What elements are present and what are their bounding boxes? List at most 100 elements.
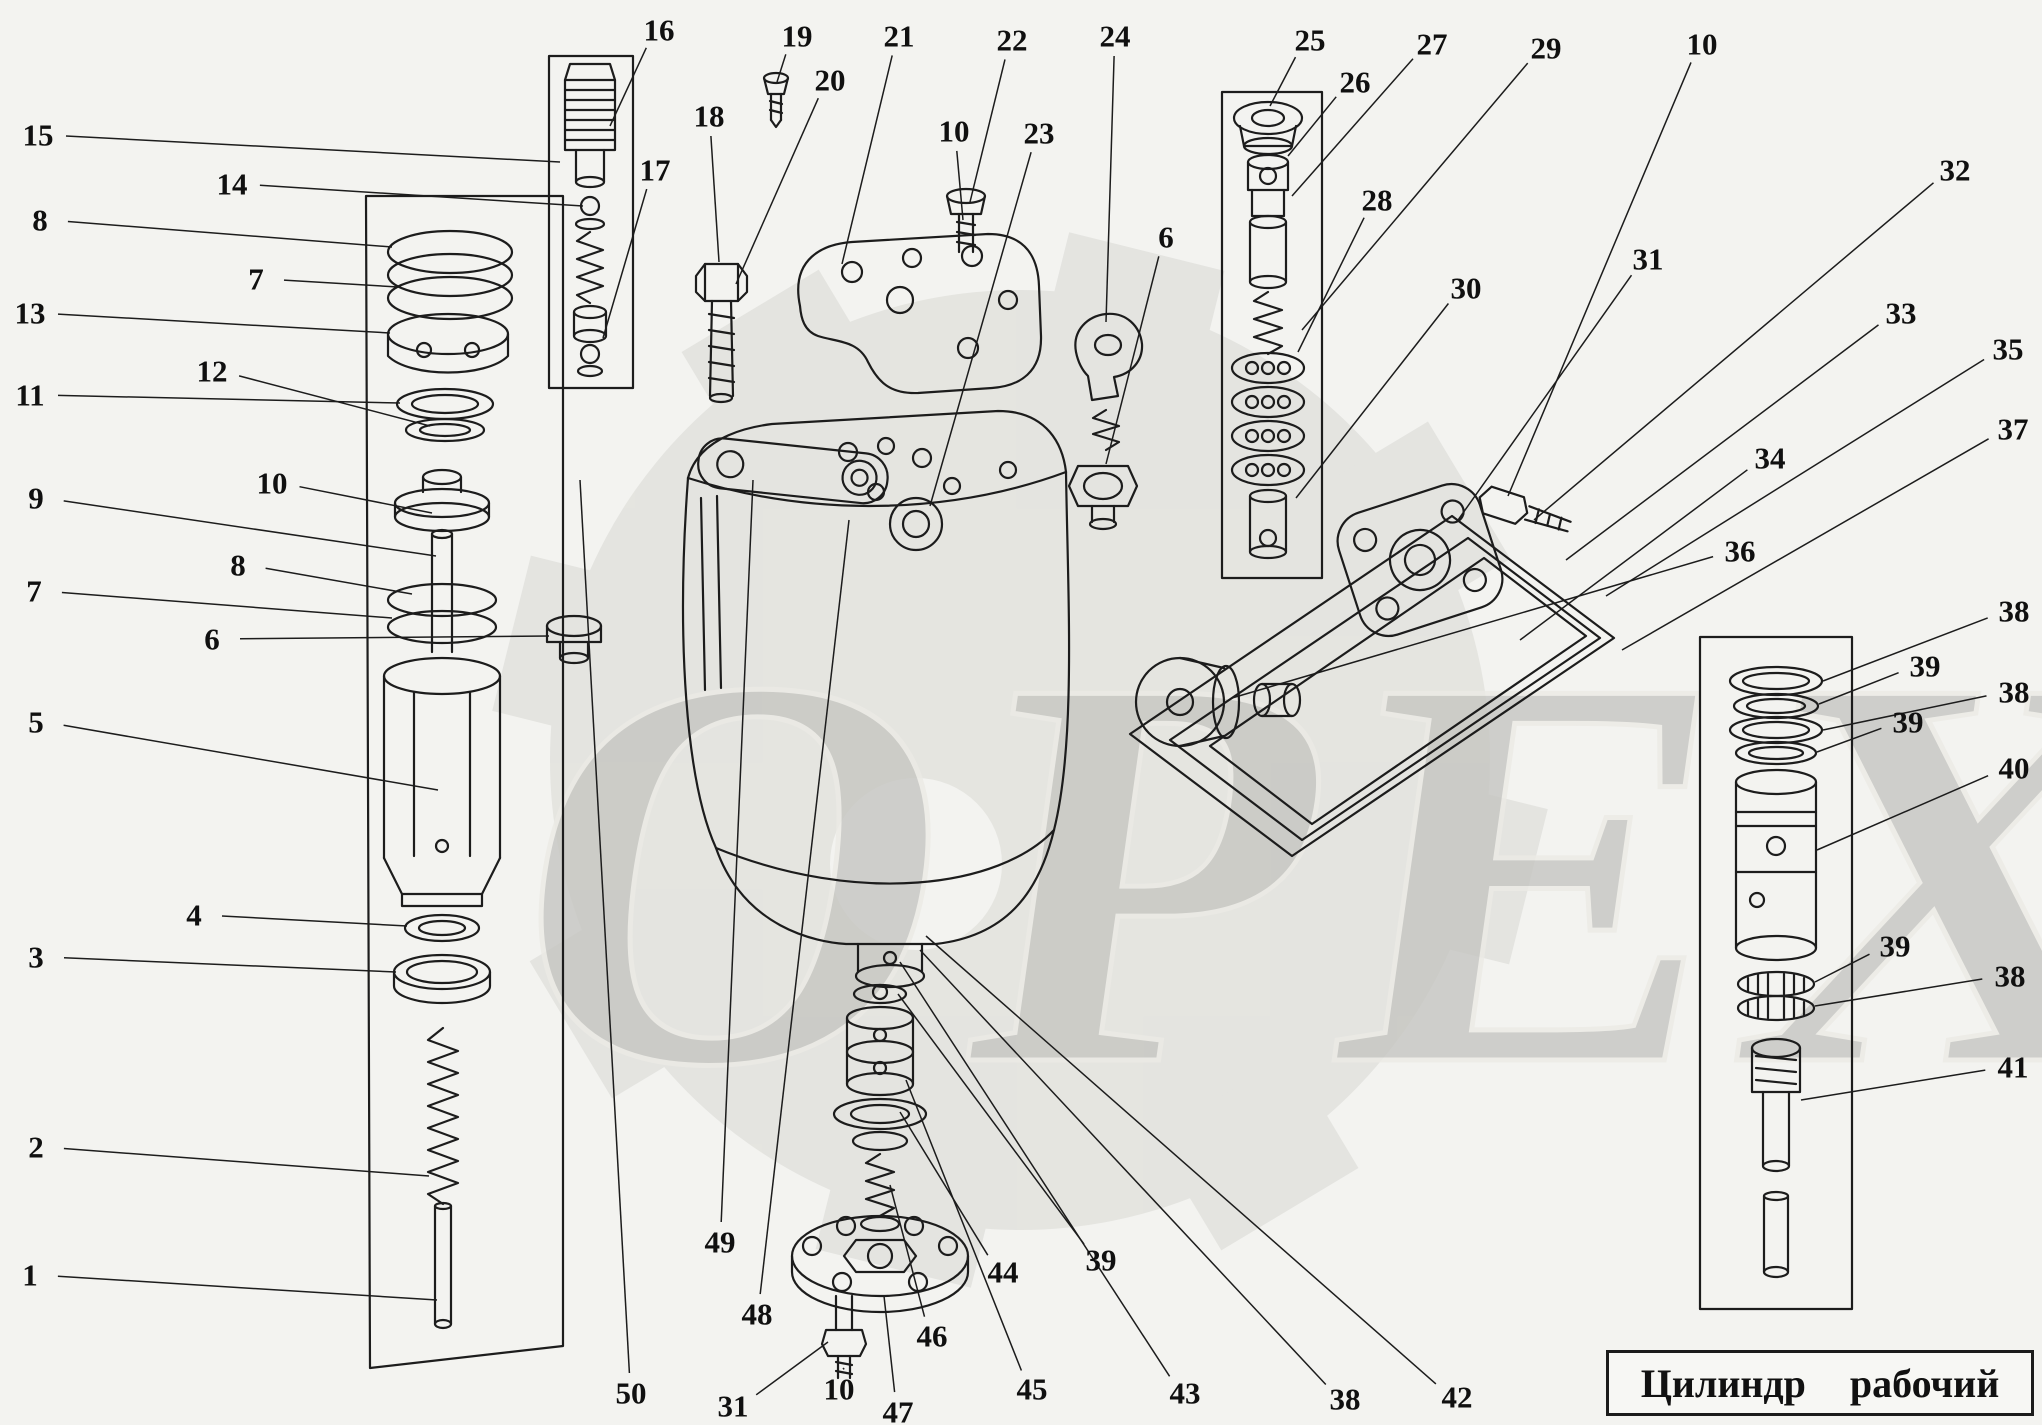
part-callout-4: 7 <box>248 261 264 297</box>
leader-line-15 <box>63 957 397 973</box>
part-callout-38: 33 <box>1885 295 1917 331</box>
leader-line-61 <box>755 1341 829 1396</box>
part-callout-39: 35 <box>1992 331 2024 367</box>
part-callout-41: 37 <box>1997 411 2029 447</box>
part-callout-35: 32 <box>1939 152 1971 188</box>
leader-line-23 <box>841 55 893 265</box>
part-callout-21: 17 <box>639 152 671 188</box>
part-callout-62: 10 <box>823 1371 855 1407</box>
leader-line-26 <box>929 151 1032 507</box>
part-callout-11: 7 <box>26 573 42 609</box>
part-callout-63: 47 <box>882 1394 914 1425</box>
part-callout-33: 28 <box>1361 182 1393 218</box>
part-callout-24: 22 <box>996 22 1028 58</box>
part-callout-13: 5 <box>28 704 44 740</box>
leader-line-19 <box>776 54 787 83</box>
leader-line-49 <box>1814 978 1983 1007</box>
linework <box>364 54 1854 1380</box>
valve-frame-top-left <box>547 54 635 390</box>
part-callout-15: 3 <box>28 939 44 975</box>
ring-4 <box>403 913 481 943</box>
leader-line-62 <box>842 1367 845 1370</box>
part-callout-7: 11 <box>15 377 45 413</box>
part-callout-58: 38 <box>1329 1381 1361 1417</box>
collar-rings <box>386 582 498 645</box>
leader-line-54 <box>897 993 1085 1245</box>
part-callout-5: 13 <box>14 295 46 331</box>
leader-line-57 <box>899 961 1171 1377</box>
leader-line-24 <box>969 59 1006 203</box>
cylinder-5 <box>382 656 502 908</box>
fitting-bottom <box>820 1294 868 1380</box>
part-callout-44: 39 <box>1909 648 1941 684</box>
leader-line-27 <box>1105 55 1115 323</box>
part-callout-49: 38 <box>1994 958 2026 994</box>
part-callout-50: 41 <box>1997 1049 2029 1085</box>
pin-1 <box>433 1201 453 1330</box>
piston-rings-top <box>386 229 514 321</box>
leader-line-30 <box>1291 58 1414 197</box>
bottom-valve-assembly <box>832 983 928 1233</box>
leader-line-7 <box>57 394 401 404</box>
leader-line-34 <box>1105 256 1160 465</box>
leader-line-17 <box>57 1275 438 1301</box>
leader-line-25 <box>956 150 964 221</box>
part-callout-9: 9 <box>28 480 44 516</box>
leader-line-20 <box>710 135 720 263</box>
leader-line-37 <box>1457 274 1633 521</box>
title-box: Цилиндр рабочий <box>1606 1350 2034 1416</box>
guide-disc <box>393 468 491 533</box>
part-callout-26: 23 <box>1023 115 1055 151</box>
part-callout-23: 21 <box>883 18 915 54</box>
part-callout-17: 1 <box>22 1257 38 1293</box>
part-callout-56: 45 <box>1016 1371 1048 1407</box>
part-callout-47: 40 <box>1998 750 2030 786</box>
fitting-24 <box>1074 312 1144 452</box>
leader-line-2 <box>259 184 584 207</box>
leader-line-43 <box>1822 617 1988 682</box>
leader-line-4 <box>283 279 399 288</box>
part-callout-60: 50 <box>615 1375 647 1411</box>
leader-line-59 <box>925 935 1437 1385</box>
part-callout-36: 30 <box>1450 270 1482 306</box>
leader-line-28 <box>1269 56 1297 107</box>
part-callout-51: 49 <box>704 1224 736 1260</box>
plates-stack <box>1128 514 1616 858</box>
part-callout-8: 10 <box>256 465 288 501</box>
ring-12 <box>404 417 486 443</box>
leader-line-21 <box>602 188 648 339</box>
leader-line-56 <box>905 1079 1023 1371</box>
leader-line-22 <box>735 97 819 285</box>
part-callout-54: 39 <box>1085 1242 1117 1278</box>
part-callout-45: 38 <box>1998 674 2030 710</box>
part-callout-61: 31 <box>717 1388 749 1424</box>
part-callout-19: 19 <box>781 18 813 54</box>
leader-line-53 <box>899 1111 989 1256</box>
leader-line-35 <box>1533 182 1934 521</box>
part-callout-31: 29 <box>1530 30 1562 66</box>
piston-rod-9 <box>430 528 454 654</box>
part-callout-57: 43 <box>1169 1375 1201 1411</box>
part-callout-25: 10 <box>938 113 970 149</box>
clamp-bar <box>697 437 889 505</box>
leader-line-52 <box>759 519 850 1295</box>
leader-line-3 <box>67 220 393 248</box>
part-callout-52: 48 <box>741 1296 773 1332</box>
hex-plug-6 <box>1067 464 1139 531</box>
bolt-22 <box>945 187 987 254</box>
ring-11 <box>395 387 495 421</box>
leader-line-9 <box>63 500 437 557</box>
leader-line-58 <box>919 949 1327 1386</box>
far-right-valve-frame <box>1698 635 1854 1311</box>
leader-line-51 <box>720 479 754 1223</box>
ring-3 <box>392 953 492 1005</box>
part-callout-34: 6 <box>1158 219 1174 255</box>
title-text: Цилиндр рабочий <box>1640 1360 2000 1406</box>
part-callout-42: 36 <box>1724 533 1756 569</box>
leader-line-33 <box>1297 217 1365 353</box>
leader-line-48 <box>1814 953 1870 983</box>
leader-line-46 <box>1816 727 1882 753</box>
part-callout-1: 15 <box>22 117 54 153</box>
part-callout-12: 6 <box>204 621 220 657</box>
